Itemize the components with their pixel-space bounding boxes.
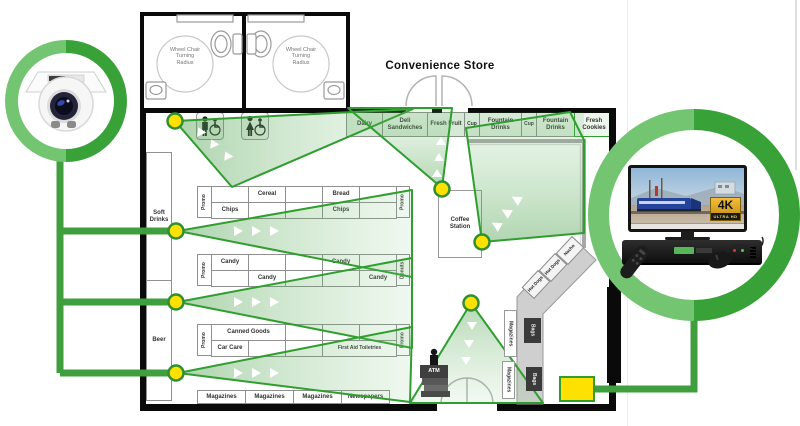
bags-bin: Bags: [524, 318, 541, 343]
aisle-cell: [359, 324, 397, 341]
bathroom-door: [176, 14, 234, 23]
aisle2-donuts-right: Donuts: [396, 254, 410, 286]
aisle-cell: [285, 254, 323, 271]
page-title: Convenience Store: [385, 60, 495, 72]
shelf-cup: Cup: [521, 112, 537, 137]
shelf-magazines: Magazines: [197, 390, 246, 404]
woman-wheelchair-icon: [246, 115, 266, 136]
aisle2-promo-left: Promo: [197, 254, 212, 286]
shelf-dairy: Dairy: [346, 112, 383, 137]
aisle1-promo-left: Promo: [197, 186, 212, 218]
aisle3-promo-left: Promo: [197, 324, 212, 356]
aisle-cell: [285, 270, 323, 287]
shelf-bread: Bread: [322, 186, 360, 203]
wheelchair-radius-label: Wheel Chair Turning Radius: [285, 47, 317, 66]
aisle-cell: [322, 270, 360, 287]
coffee-station: Coffee Station: [438, 190, 482, 258]
remote-button: [638, 256, 643, 261]
shelf-fresh-fruit: Fresh Fruit: [427, 112, 465, 137]
aisle-cell: [248, 202, 286, 219]
toilet: [250, 30, 272, 58]
mouse-wheel: [715, 254, 719, 260]
monitor-screen: 4K ULTRA HD: [631, 168, 744, 229]
magazine-rack: Magazines: [502, 361, 515, 399]
aisle-cell: [211, 186, 249, 203]
nvr-logo-text-area: [696, 248, 712, 253]
nvr-vent: [750, 246, 756, 258]
nvr-logo: [674, 247, 694, 254]
aisle-cell: [359, 202, 397, 219]
camera-node: [166, 112, 184, 130]
shelf-candy: Candy: [211, 254, 249, 271]
man-wheelchair-icon: [202, 116, 221, 136]
shelf-magazines: Magazines: [245, 390, 294, 404]
remote-button: [635, 261, 640, 266]
atm-label: ATM: [428, 368, 440, 374]
screen-toolbar: [631, 223, 744, 229]
remote-button: [631, 258, 636, 263]
shelf-fountain-drinks: Fountain Drinks: [536, 112, 575, 137]
aisle-cell: [359, 254, 397, 271]
bathroom-door: [247, 14, 305, 23]
magazine-rack: Magazines: [504, 310, 517, 357]
dome-camera: [25, 71, 107, 132]
shelf-candy: Candy: [359, 270, 397, 287]
mouse-cable: [726, 236, 764, 260]
shelf-first-aid: First Aid Toiletries: [322, 340, 397, 357]
shelf-beer: Beer: [146, 280, 172, 401]
sink: [323, 81, 345, 100]
aisle-cell: [322, 324, 360, 341]
aisle-cell: [285, 324, 323, 341]
aisle-cell: [285, 186, 323, 203]
wheelchair-radius-label: Wheel Chair Turning Radius: [169, 47, 201, 66]
shelf-deli-sandwiches: Deli Sandwiches: [382, 112, 428, 137]
status-led-green: [741, 249, 744, 252]
shelf-chips: Chips: [211, 202, 249, 219]
monitor-base: [665, 237, 710, 240]
remote-button: [634, 253, 640, 258]
monitor: 4K ULTRA HD: [628, 165, 747, 232]
aisle-cell: [211, 270, 249, 287]
sink: [145, 81, 167, 100]
shelf-newspapers: Newspapers: [341, 390, 390, 404]
restroom-sign-women: [241, 112, 269, 140]
aisle-cell: [359, 186, 397, 203]
recorder-location-box: [559, 376, 595, 402]
remote-button: [638, 248, 646, 256]
shelf-fountain-drinks: Fountain Drinks: [479, 112, 522, 137]
shelf-fresh-cookies: Fresh Cookies: [574, 112, 614, 137]
aisle1-promo-right: Promo: [396, 186, 410, 218]
aisle-cell: [248, 340, 286, 357]
scrollbar[interactable]: [795, 0, 797, 170]
entrance-doors: [405, 75, 473, 107]
shelf-candy: Candy: [322, 254, 360, 271]
shelf-soft-drinks: Soft Drinks: [146, 152, 172, 281]
bags-bin: Bags: [526, 367, 542, 391]
recorder-callout-ring: 4K ULTRA HD: [588, 109, 800, 321]
fountain-counter: [468, 139, 586, 248]
4k-badge: 4K ULTRA HD: [710, 197, 741, 221]
screen-scene: [631, 178, 744, 214]
monitor-stand: [681, 231, 694, 238]
shelf-chips: Chips: [322, 202, 360, 219]
camera-node: [462, 294, 480, 312]
shelf-magazines: Magazines: [293, 390, 342, 404]
shelf-cereal: Cereal: [248, 186, 286, 203]
aisle-cell: [285, 202, 323, 219]
status-led-red: [733, 249, 736, 252]
aisle3-promo-right: Promo: [396, 324, 410, 356]
aisle-cell: [285, 340, 323, 357]
restroom-sign-men: [196, 112, 224, 140]
toilet: [210, 30, 232, 58]
shelf-candy: Candy: [248, 270, 286, 287]
exit-doors: [440, 377, 494, 405]
shelf-car-care: Car Care: [211, 340, 249, 357]
shelf-cup: Cup: [464, 112, 480, 137]
shelf-canned-goods: Canned Goods: [211, 324, 286, 341]
aisle-cell: [248, 254, 286, 271]
camera-callout-ring: [5, 40, 127, 162]
